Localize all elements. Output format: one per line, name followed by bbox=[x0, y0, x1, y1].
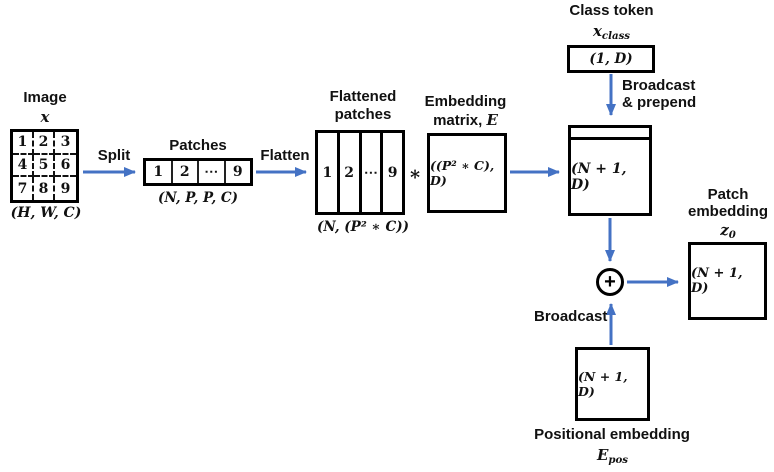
concatenated-tokens-box: (N + 1, D) bbox=[568, 125, 652, 216]
image-grid-cell: 4 bbox=[13, 154, 34, 178]
image-grid-cell: 5 bbox=[34, 154, 55, 178]
patch-embedding-symbol-base: z bbox=[720, 221, 729, 239]
flattened-patches-shape-label: (N, (P² ∗ C)) bbox=[317, 219, 409, 235]
patch-cell-ellipsis: ⋯ bbox=[199, 161, 226, 183]
positional-embedding-shape-label: (N + 1, D) bbox=[578, 369, 628, 399]
broadcast-prepend-label-line1: Broadcast bbox=[622, 77, 696, 94]
class-token-symbol-base: x bbox=[592, 22, 602, 40]
patch-embedding-label-line1: Patch bbox=[707, 186, 749, 203]
flattened-patches-box: 1 2 ⋯ 9 bbox=[315, 130, 405, 215]
image-grid-cell: 3 bbox=[55, 132, 76, 155]
embedding-matrix-label-line2: matrix, E bbox=[418, 112, 513, 130]
patch-embedding-box: (N + 1, D) bbox=[688, 242, 767, 320]
broadcast-label: Broadcast bbox=[534, 308, 608, 325]
positional-embedding-symbol-base: E bbox=[596, 446, 609, 464]
positional-embedding-label: Positional embedding bbox=[534, 426, 690, 443]
embedding-matrix-label-line1: Embedding bbox=[424, 93, 507, 110]
plus-symbol: + bbox=[604, 271, 616, 293]
multiply-symbol: ∗ bbox=[408, 163, 422, 185]
patch-embedding-shape-label: (N + 1, D) bbox=[691, 266, 743, 296]
image-grid-cell: 9 bbox=[60, 180, 71, 197]
elementwise-add-node: + bbox=[596, 268, 624, 296]
split-label: Split bbox=[97, 147, 131, 164]
prepended-class-token-strip bbox=[571, 128, 649, 140]
flattened-column: 2 bbox=[340, 133, 362, 212]
image-grid-cell: 7 bbox=[13, 177, 34, 200]
patches-label: Patches bbox=[169, 137, 227, 154]
image-grid-cell: 6 bbox=[55, 155, 76, 178]
image-grid-cell: 8 bbox=[34, 177, 55, 200]
class-token-label: Class token bbox=[569, 2, 654, 19]
image-grid-cell: 1 bbox=[13, 132, 34, 155]
flattened-column: 1 bbox=[318, 133, 340, 212]
patch-embedding-symbol-sub: 0 bbox=[728, 228, 736, 241]
image-label: Image bbox=[23, 89, 67, 106]
class-token-shape-label: (1, D) bbox=[589, 51, 633, 67]
patch-embedding-label-line2: embedding bbox=[687, 203, 768, 220]
class-token-symbol: xclass bbox=[564, 22, 659, 42]
positional-embedding-symbol-sub: pos bbox=[608, 453, 629, 466]
flattened-column: 9 bbox=[387, 164, 398, 181]
image-symbol: x bbox=[40, 108, 50, 126]
class-token-symbol-sub: class bbox=[601, 29, 631, 42]
embedding-matrix-symbol: E bbox=[486, 111, 498, 129]
image-grid-cell: 2 bbox=[34, 132, 55, 155]
image-shape-label: (H, W, C) bbox=[10, 205, 82, 221]
patch-cell: 9 bbox=[232, 164, 243, 180]
class-token-box: (1, D) bbox=[567, 45, 655, 73]
patch-cell: 2 bbox=[173, 161, 199, 183]
concatenated-tokens-shape-label: (N + 1, D) bbox=[571, 160, 627, 193]
flattened-patches-label-line1: Flattened bbox=[329, 88, 397, 105]
patches-row: 1 2 ⋯ 9 bbox=[143, 158, 253, 186]
positional-embedding-box: (N + 1, D) bbox=[575, 347, 650, 421]
flattened-column-ellipsis: ⋯ bbox=[362, 133, 384, 212]
embedding-matrix-shape-label: ((P² ∗ C), D) bbox=[430, 158, 495, 188]
flattened-patches-label-line2: patches bbox=[334, 106, 392, 123]
patch-cell: 1 bbox=[146, 161, 173, 183]
image-grid: 1 2 3 4 5 6 7 8 9 bbox=[10, 129, 79, 203]
patch-embedding-symbol: z0 bbox=[688, 221, 768, 241]
embedding-matrix-label-text: matrix, bbox=[433, 112, 487, 129]
patches-shape-label: (N, P, P, C) bbox=[157, 190, 239, 206]
broadcast-prepend-label-line2: & prepend bbox=[622, 94, 697, 111]
flatten-label: Flatten bbox=[260, 147, 310, 164]
positional-embedding-symbol: Epos bbox=[575, 446, 650, 466]
embedding-matrix-box: ((P² ∗ C), D) bbox=[427, 133, 507, 213]
